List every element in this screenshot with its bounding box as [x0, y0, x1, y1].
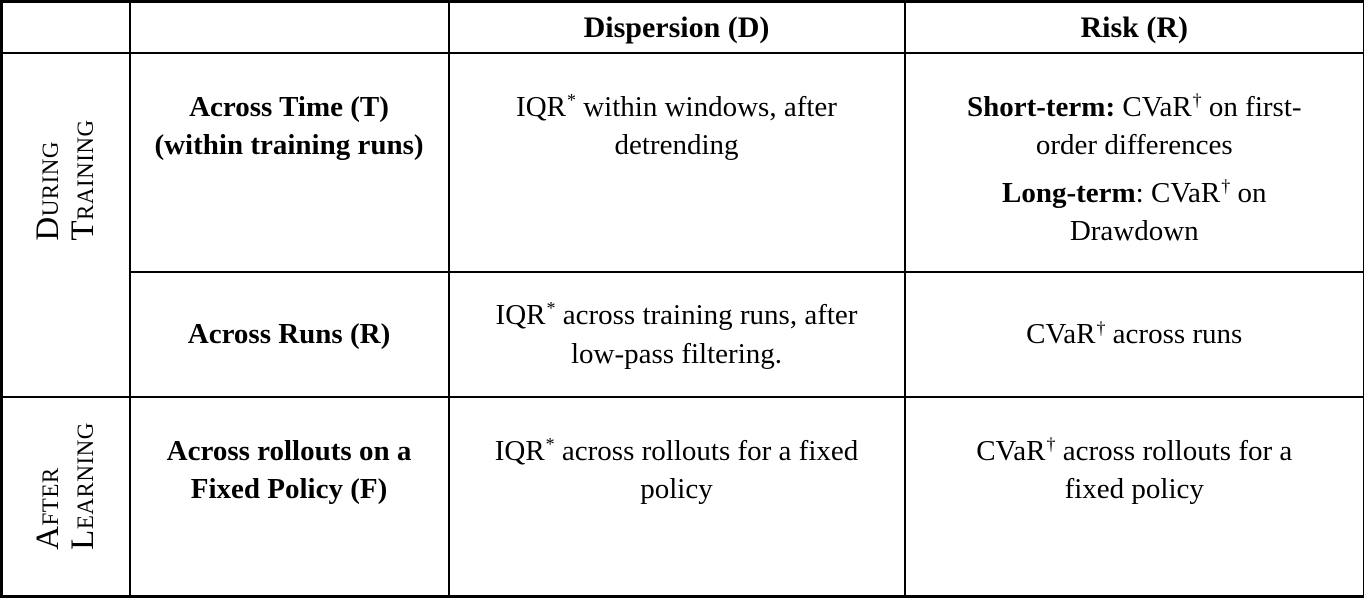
cell-risk-across-runs: CVaR† across runs — [903, 271, 1364, 398]
row-across-runs: Across Runs (R) IQR* across training run… — [2, 271, 1364, 398]
group-label-during-training: During Training — [29, 119, 101, 241]
cell-paragraph: Long-term: CVaR† on Drawdown — [1001, 176, 1267, 248]
superscript-marker: * — [546, 298, 556, 319]
row-header-across-runs: Across Runs (R) — [128, 271, 450, 398]
group-label-line: Learning — [64, 422, 101, 551]
cell-paragraph: IQR* within windows, after detrending — [516, 89, 837, 161]
header-row: Dispersion (D) Risk (R) — [0, 0, 1364, 54]
cell-risk-across-rollouts: CVaR† across rollouts for a fixed policy — [903, 395, 1364, 598]
group-cell-after-learning: After Learning — [0, 395, 131, 598]
cell-paragraph: IQR* across rollouts for a fixed policy — [494, 433, 859, 506]
row-header-across-time: Across Time (T) (within training runs) — [128, 51, 450, 274]
row-header-across-rollouts: Across rollouts on a Fixed Policy (F) — [128, 395, 450, 598]
superscript-marker: † — [1096, 317, 1106, 338]
superscript-marker: * — [545, 433, 555, 454]
cell-paragraph: CVaR† across runs — [1026, 317, 1243, 351]
superscript-marker: † — [1192, 89, 1202, 110]
row-across-rollouts: After Learning Across rollouts on a Fixe… — [0, 395, 1364, 598]
superscript-marker: † — [1046, 433, 1056, 454]
group-cell-during-training: During Training — [0, 51, 131, 398]
header-cell-dispersion: Dispersion (D) — [447, 0, 906, 54]
header-cell-risk: Risk (R) — [903, 0, 1364, 54]
superscript-marker: * — [567, 89, 576, 110]
group-label-line: During — [29, 140, 66, 241]
header-cell-empty-rowlabel — [128, 0, 450, 54]
row-across-time: During Training Across Time (T) (within … — [0, 51, 1364, 398]
group-label-line: After — [29, 467, 66, 551]
superscript-marker: † — [1221, 176, 1231, 197]
group-label-after-learning: After Learning — [29, 422, 101, 551]
cell-dispersion-across-runs: IQR* across training runs, after low-pas… — [447, 271, 906, 398]
cell-dispersion-across-rollouts: IQR* across rollouts for a fixed policy — [447, 395, 906, 598]
cell-paragraph: IQR* across training runs, after low-pas… — [495, 298, 858, 370]
cell-dispersion-across-time: IQR* within windows, after detrending — [447, 51, 906, 274]
cell-paragraph: CVaR† across rollouts for a fixed policy — [976, 433, 1293, 506]
cell-paragraph: Short-term: CVaR† on first-order differe… — [966, 89, 1302, 161]
header-cell-empty-group — [0, 0, 131, 54]
group-label-line: Training — [64, 119, 101, 241]
cell-risk-across-time: Short-term: CVaR† on first-order differe… — [903, 51, 1364, 274]
